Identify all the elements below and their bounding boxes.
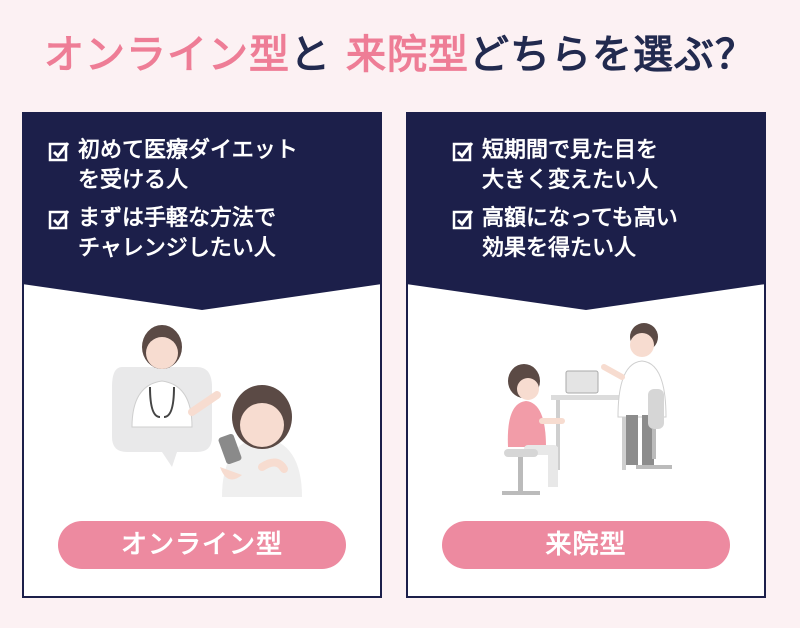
online-checklist: 初めて医療ダイエット を受ける人 まずは手軽な方法で チャレンジしたい人 [48, 136, 378, 272]
checkbox-icon [452, 210, 474, 230]
online-frame [22, 284, 382, 598]
online-banner [22, 112, 382, 310]
clinic-consultation-illustration [502, 323, 672, 495]
check-text: 初めて医療ダイエット を受ける人 [78, 138, 298, 193]
checkbox-icon [452, 142, 474, 162]
visit-label: 来院型 [442, 521, 730, 569]
checkbox-icon [48, 142, 70, 162]
online-panel: 初めて医療ダイエット を受ける人 まずは手軽な方法で チャレンジしたい人 オンラ… [22, 112, 382, 598]
check-text: 短期間で見た目を 大きく変えたい人 [482, 138, 659, 193]
page-title: オンライン型と 来院型どちらを選ぶ？ [0, 22, 800, 80]
checkbox-icon [48, 210, 70, 230]
visit-frame [406, 284, 766, 598]
doctor-video-call-illustration [112, 325, 302, 497]
title-online: オンライン型 [44, 32, 291, 78]
check-text: まずは手軽な方法で チャレンジしたい人 [78, 206, 277, 261]
visit-checklist: 短期間で見た目を 大きく変えたい人 高額になっても高い 効果を得たい人 [452, 136, 782, 272]
visit-panel: 短期間で見た目を 大きく変えたい人 高額になっても高い 効果を得たい人 [406, 112, 766, 598]
title-visit: 来院型 [345, 32, 469, 78]
visit-banner [406, 112, 766, 310]
check-text: 高額になっても高い 効果を得たい人 [482, 206, 678, 261]
check-item: 短期間で見た目を 大きく変えたい人 [452, 136, 782, 196]
check-item: まずは手軽な方法で チャレンジしたい人 [48, 204, 378, 264]
online-label: オンライン型 [58, 521, 346, 569]
check-item: 高額になっても高い 効果を得たい人 [452, 204, 782, 264]
title-question: どちらを選ぶ？ [468, 32, 756, 78]
check-item: 初めて医療ダイエット を受ける人 [48, 136, 378, 196]
title-to: と [290, 32, 332, 78]
